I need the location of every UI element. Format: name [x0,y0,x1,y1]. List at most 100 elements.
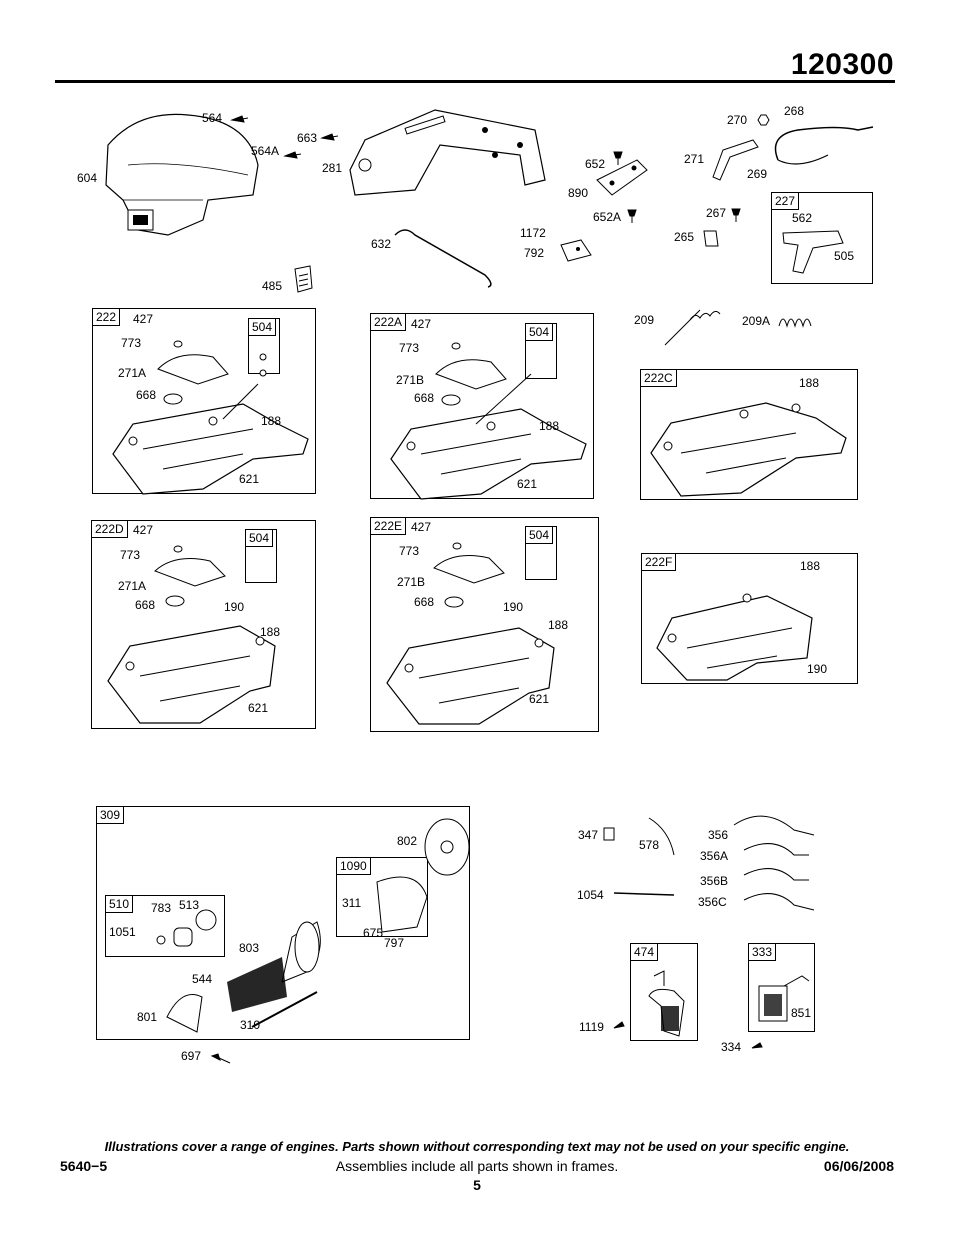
lever-plate-illustration [556,235,596,265]
wire-harness-illustration [604,810,834,920]
subframe-tag: 504 [249,319,277,336]
header-rule [55,80,895,83]
frame-222D: 222D 504 427 773 271A 668 190 188 621 [91,520,316,729]
frame-tag: 222D [92,521,128,538]
frame-tag: 309 [97,807,125,824]
subframe-504: 504 [525,526,557,580]
part-label: 268 [784,104,805,118]
engine-cover-illustration [98,105,268,245]
part-label: 188 [260,625,281,639]
part-label: 544 [192,972,213,986]
part-label: 652A [593,210,622,224]
part-label: 668 [414,391,435,405]
frame-222E: 222E 504 427 773 271B 668 190 188 621 [370,517,599,732]
part-label: 427 [411,520,432,534]
part-label: 356C [698,895,727,909]
part-label: 271A [118,366,147,380]
frame-tag: 222 [93,309,121,326]
part-label: 270 [727,113,748,127]
part-label: 797 [384,936,405,950]
part-label: 792 [524,246,545,260]
screw-illustration [210,1052,232,1066]
frame-227: 227 [771,192,873,284]
part-label: 271A [118,579,147,593]
subframe-tag: 504 [526,527,554,544]
subframe-504: 504 [525,323,557,379]
frame-tag: 222C [641,370,677,387]
disclaimer-note: Illustrations cover a range of engines. … [104,1139,850,1154]
subframe-tag: 510 [106,896,134,913]
frame-474: 474 [630,943,698,1041]
part-label: 190 [224,600,245,614]
part-label: 564A [251,144,280,158]
control-lever-illustration [708,135,763,185]
screw-illustration [320,130,340,146]
frame-222C: 222C 188 [640,369,858,500]
part-label: 801 [137,1010,158,1024]
part-label: 562 [792,211,813,225]
subframe-tag: 504 [526,324,554,341]
part-label: 356A [700,849,729,863]
control-plate-illustration [103,329,313,494]
part-label: 621 [239,472,260,486]
part-label: 281 [322,161,343,175]
part-label: 668 [135,598,156,612]
part-label: 485 [262,279,283,293]
clip-illustration [700,228,722,250]
part-label: 668 [136,388,157,402]
part-label: 356 [708,828,729,842]
part-label: 271B [396,373,425,387]
part-label: 652 [585,157,606,171]
part-label: 675 [363,926,384,940]
document-code: 5640−5 [60,1158,108,1174]
subframe-tag: 504 [246,530,274,547]
ground-switch-illustration [754,966,814,1028]
part-label: 188 [548,618,569,632]
frame-tag: 222F [642,554,677,571]
part-label: 773 [399,544,420,558]
part-label: 1054 [577,888,604,902]
part-label: 803 [239,941,260,955]
subframe-504: 504 [245,529,277,583]
part-label: 621 [517,477,538,491]
part-label: 209 [634,313,655,327]
frame-222A: 222A 504 427 773 271B 668 188 621 [370,313,594,499]
assembly-note: Assemblies include all parts shown in fr… [335,1158,619,1174]
part-label: 188 [799,376,820,390]
part-label: 188 [800,559,821,573]
lever-illustration [778,223,858,278]
frame-tag: 222A [371,314,407,331]
screw-illustration [612,1018,628,1032]
throttle-cable-illustration [768,115,878,175]
document-date: 06/06/2008 [823,1158,894,1174]
base-plate-illustration [646,378,856,498]
screw-illustration [750,1040,764,1052]
frame-tag: 227 [772,193,800,210]
frame-333: 333 851 [748,943,815,1032]
part-label: 802 [397,834,418,848]
nut-illustration [756,113,770,127]
part-label: 890 [568,186,589,200]
frame-222: 222 504 427 773 271A 668 188 621 [92,308,316,494]
part-label: 190 [503,600,524,614]
base-plate-illustration [647,568,847,683]
spring-illustration [776,306,812,330]
part-label: 697 [181,1049,202,1063]
frame-309: 309 510 783 513 1051 1090 802 311 675 79… [96,806,470,1040]
screw-illustration [728,207,744,222]
governor-link-illustration [390,225,500,290]
part-label: 271 [684,152,705,166]
part-label: 188 [261,414,282,428]
part-label: 783 [151,901,172,915]
part-label: 621 [248,701,269,715]
control-plate-illustration [100,541,310,726]
part-label: 190 [807,662,828,676]
frame-tag: 333 [749,944,777,961]
frame-tag: 222E [371,518,407,535]
part-label: 773 [399,341,420,355]
part-label: 621 [529,692,550,706]
part-label: 271B [397,575,426,589]
part-label: 1051 [109,925,136,939]
pinion-gear-illustration [146,908,221,953]
part-label: 663 [297,131,318,145]
